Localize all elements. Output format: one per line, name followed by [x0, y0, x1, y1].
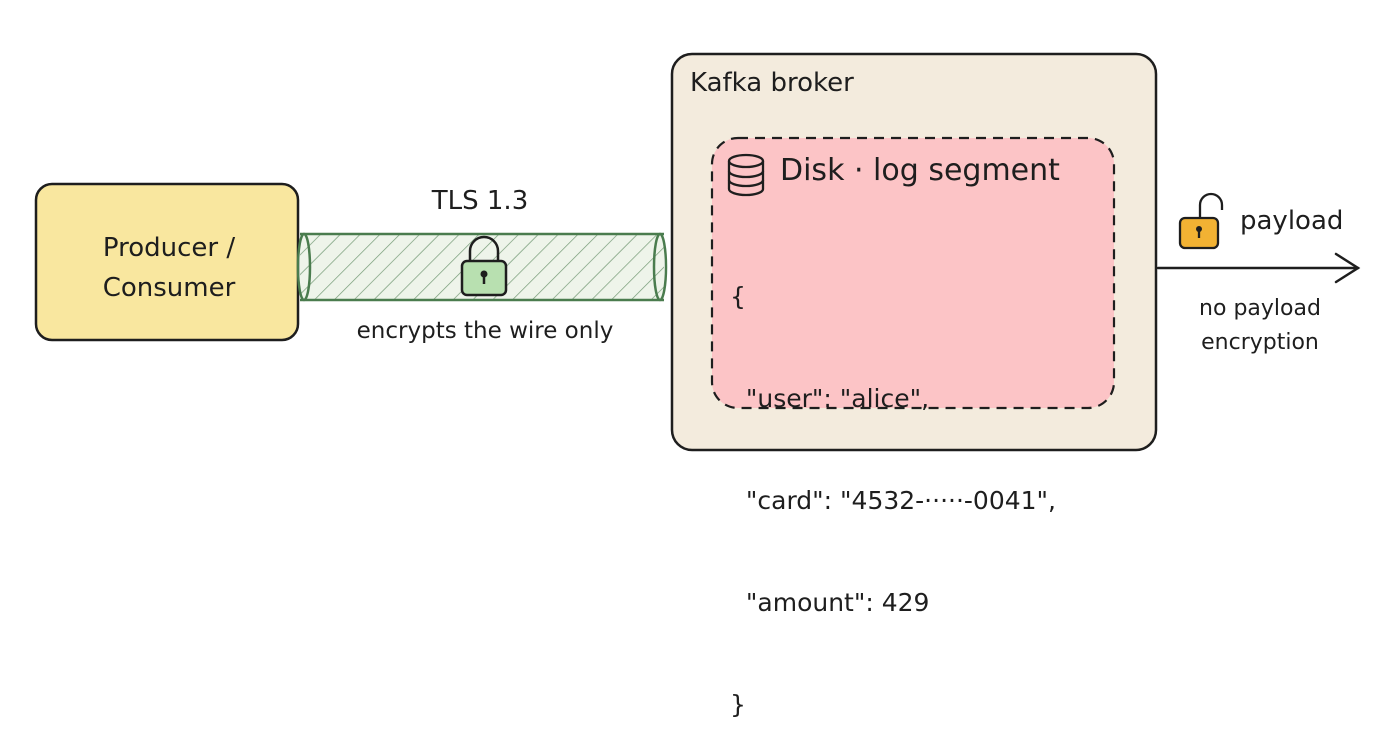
no-encryption-line1: no payload — [1199, 296, 1321, 321]
broker-title: Kafka broker — [690, 68, 854, 98]
payload-label: payload — [1240, 206, 1344, 236]
no-encryption-line2: encryption — [1201, 330, 1319, 355]
arrow-right-icon — [1156, 252, 1361, 284]
tls-label: TLS 1.3 — [431, 186, 529, 216]
disk-title: Disk · log segment — [780, 153, 1060, 188]
disk-region — [710, 136, 1116, 410]
json-payload: { "user": "alice", "card": "4532-·····-0… — [730, 212, 1056, 756]
producer-label: Producer / Consumer — [40, 228, 298, 308]
diagram-canvas — [34, 52, 1361, 452]
json-line: { — [730, 282, 746, 311]
open-lock-icon — [1178, 192, 1224, 250]
json-line: "amount": 429 — [730, 588, 930, 617]
json-line: "user": "alice", — [730, 384, 930, 413]
json-line: } — [730, 690, 746, 719]
wire-caption: encrypts the wire only — [356, 318, 614, 344]
no-encryption-note: no payload encryption — [1160, 292, 1360, 360]
producer-label-line2: Consumer — [102, 273, 236, 303]
json-line: "card": "4532-·····-0041", — [730, 486, 1057, 515]
database-icon — [727, 153, 765, 197]
closed-lock-icon — [460, 235, 508, 297]
producer-label-line1: Producer / — [102, 233, 236, 263]
